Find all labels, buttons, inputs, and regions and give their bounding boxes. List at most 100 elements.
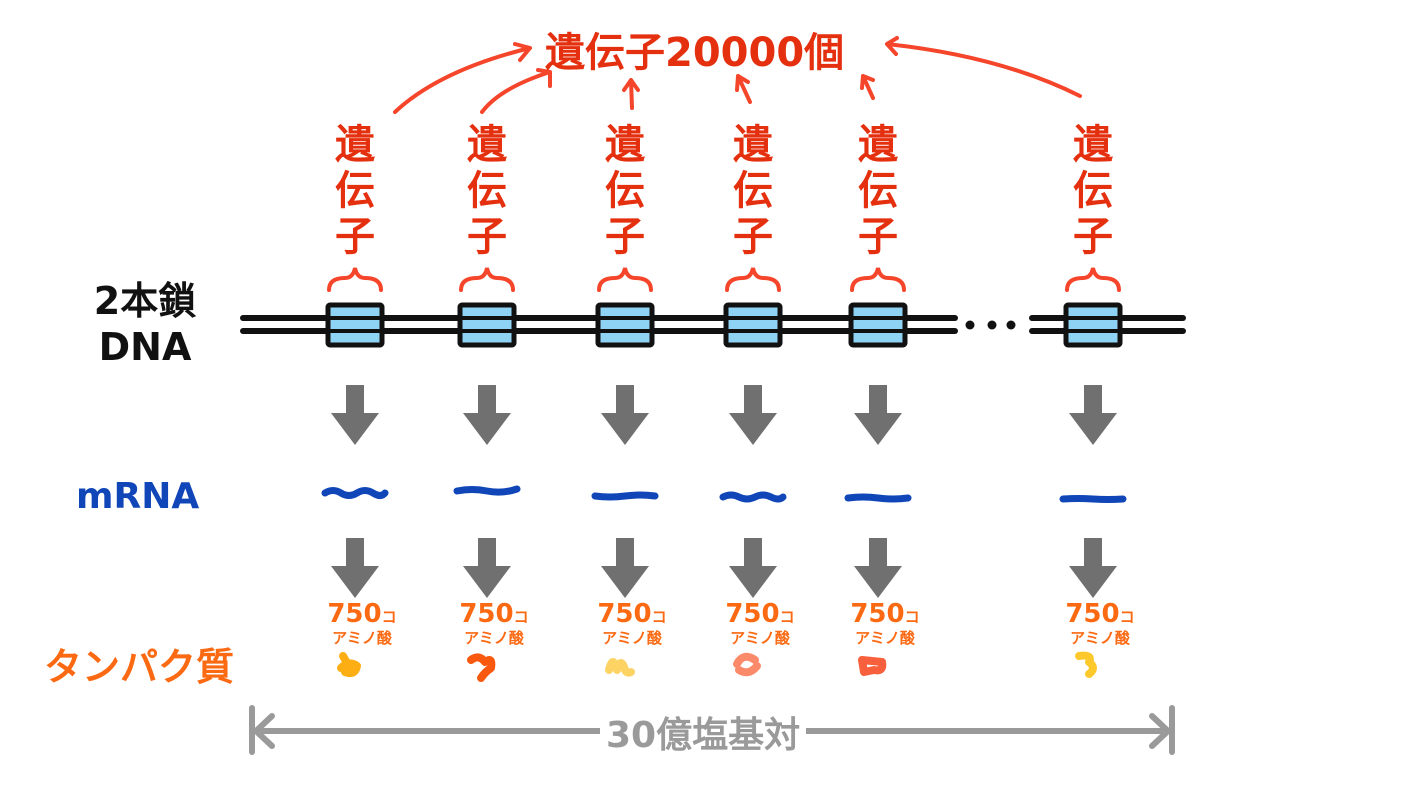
amino-count: 750 <box>725 599 780 629</box>
amino-count-unit: コ <box>381 608 397 626</box>
curved-arrow-icon <box>860 74 875 100</box>
gene-label-char: 遺 <box>335 122 375 168</box>
curved-arrow-icon <box>480 68 552 114</box>
gene-label-char: 伝 <box>1073 168 1113 214</box>
mrna-strand <box>844 493 912 503</box>
protein-blob <box>337 652 361 678</box>
protein-blob <box>467 653 496 682</box>
curved-arrow-icon <box>885 36 1082 98</box>
gene-box <box>595 302 655 348</box>
mrna-strand <box>1059 495 1127 503</box>
gene-brace <box>725 267 781 292</box>
amino-count: 750 <box>1065 599 1120 629</box>
gene-label-char: 子 <box>733 214 773 260</box>
gene-label-char: 子 <box>1073 214 1113 260</box>
ellipsis-dots <box>965 320 1016 330</box>
protein-blob <box>1075 651 1097 678</box>
gene-label-char: 遺 <box>858 122 898 168</box>
row-label-dna: 2本鎖 DNA <box>80 278 210 370</box>
amino-count: 750 <box>459 599 514 629</box>
amino-unit-label: アミノ酸 <box>730 629 790 647</box>
down-arrow-icon <box>463 385 511 445</box>
row-label-mrna: mRNA <box>76 476 200 517</box>
amino-unit-label: アミノ酸 <box>1070 629 1130 647</box>
amino-count-unit: コ <box>904 608 920 626</box>
gene-label-char: 子 <box>467 214 507 260</box>
gene-label-char: 伝 <box>335 168 375 214</box>
gene-label: 遺伝子 <box>325 122 385 260</box>
down-arrow-icon <box>854 385 902 445</box>
gene-label-char: 子 <box>605 214 645 260</box>
down-arrow-icon <box>729 538 777 598</box>
gene-label-char: 遺 <box>1073 122 1113 168</box>
down-arrow-icon <box>331 538 379 598</box>
gene-label-char: 伝 <box>858 168 898 214</box>
protein-blob <box>605 658 635 677</box>
amino-count: 750 <box>850 599 905 629</box>
amino-count: 750 <box>327 599 382 629</box>
amino-unit-label: アミノ酸 <box>332 629 392 647</box>
down-arrow-icon <box>1069 385 1117 445</box>
amino-unit-label: アミノ酸 <box>602 629 662 647</box>
gene-brace <box>850 267 906 292</box>
curved-arrow-icon <box>393 42 532 114</box>
scale-label: 30億塩基対 <box>600 706 807 758</box>
amino-count: 750 <box>597 599 652 629</box>
amino-count-unit: コ <box>513 608 529 626</box>
gene-label: 遺伝子 <box>848 122 908 260</box>
gene-label-char: 子 <box>858 214 898 260</box>
down-arrow-icon <box>854 538 902 598</box>
title-gene-count: 遺伝子20000個 <box>545 30 845 76</box>
gene-box <box>325 302 385 348</box>
gene-box <box>723 302 783 348</box>
mrna-strand <box>591 491 659 501</box>
gene-box <box>1063 302 1123 348</box>
gene-label-char: 遺 <box>467 122 507 168</box>
mrna-strand <box>453 485 521 496</box>
amino-acid-label: 750コアミノ酸 <box>715 601 805 647</box>
amino-acid-label: 750コアミノ酸 <box>317 601 407 647</box>
down-arrow-icon <box>601 538 649 598</box>
scale-arrow-right-icon <box>1149 713 1173 749</box>
gene-label: 遺伝子 <box>457 122 517 260</box>
curved-arrow-icon <box>735 74 752 104</box>
dna-label-line2: DNA <box>98 325 192 369</box>
gene-brace <box>459 267 515 292</box>
gene-label-char: 子 <box>335 214 375 260</box>
gene-label: 遺伝子 <box>1063 122 1123 260</box>
scale-arrow-left-icon <box>251 713 275 749</box>
gene-brace <box>327 267 383 292</box>
down-arrow-icon <box>331 385 379 445</box>
amino-acid-label: 750コアミノ酸 <box>840 601 930 647</box>
amino-unit-label: アミノ酸 <box>464 629 524 647</box>
gene-brace <box>597 267 653 292</box>
down-arrow-icon <box>1069 538 1117 598</box>
amino-acid-label: 750コアミノ酸 <box>587 601 677 647</box>
mrna-strand <box>321 487 389 499</box>
gene-label-char: 伝 <box>467 168 507 214</box>
gene-label-char: 遺 <box>605 122 645 168</box>
amino-count-unit: コ <box>1119 608 1135 626</box>
row-label-protein: タンパク質 <box>44 645 235 689</box>
gene-label-char: 遺 <box>733 122 773 168</box>
protein-blob <box>733 652 761 677</box>
gene-label: 遺伝子 <box>723 122 783 260</box>
down-arrow-icon <box>463 538 511 598</box>
protein-blob <box>858 656 887 676</box>
amino-acid-label: 750コアミノ酸 <box>1055 601 1145 647</box>
dna-label-line1: 2本鎖 <box>93 279 197 323</box>
amino-acid-label: 750コアミノ酸 <box>449 601 539 647</box>
amino-count-unit: コ <box>779 608 795 626</box>
gene-label-char: 伝 <box>605 168 645 214</box>
gene-brace <box>1065 267 1121 292</box>
curved-arrow-icon <box>622 78 640 110</box>
gene-label-char: 伝 <box>733 168 773 214</box>
down-arrow-icon <box>729 385 777 445</box>
amino-unit-label: アミノ酸 <box>855 629 915 647</box>
gene-label: 遺伝子 <box>595 122 655 260</box>
mrna-strand <box>719 491 787 503</box>
title-arrows <box>393 36 1082 114</box>
gene-box <box>848 302 908 348</box>
down-arrow-icon <box>601 385 649 445</box>
